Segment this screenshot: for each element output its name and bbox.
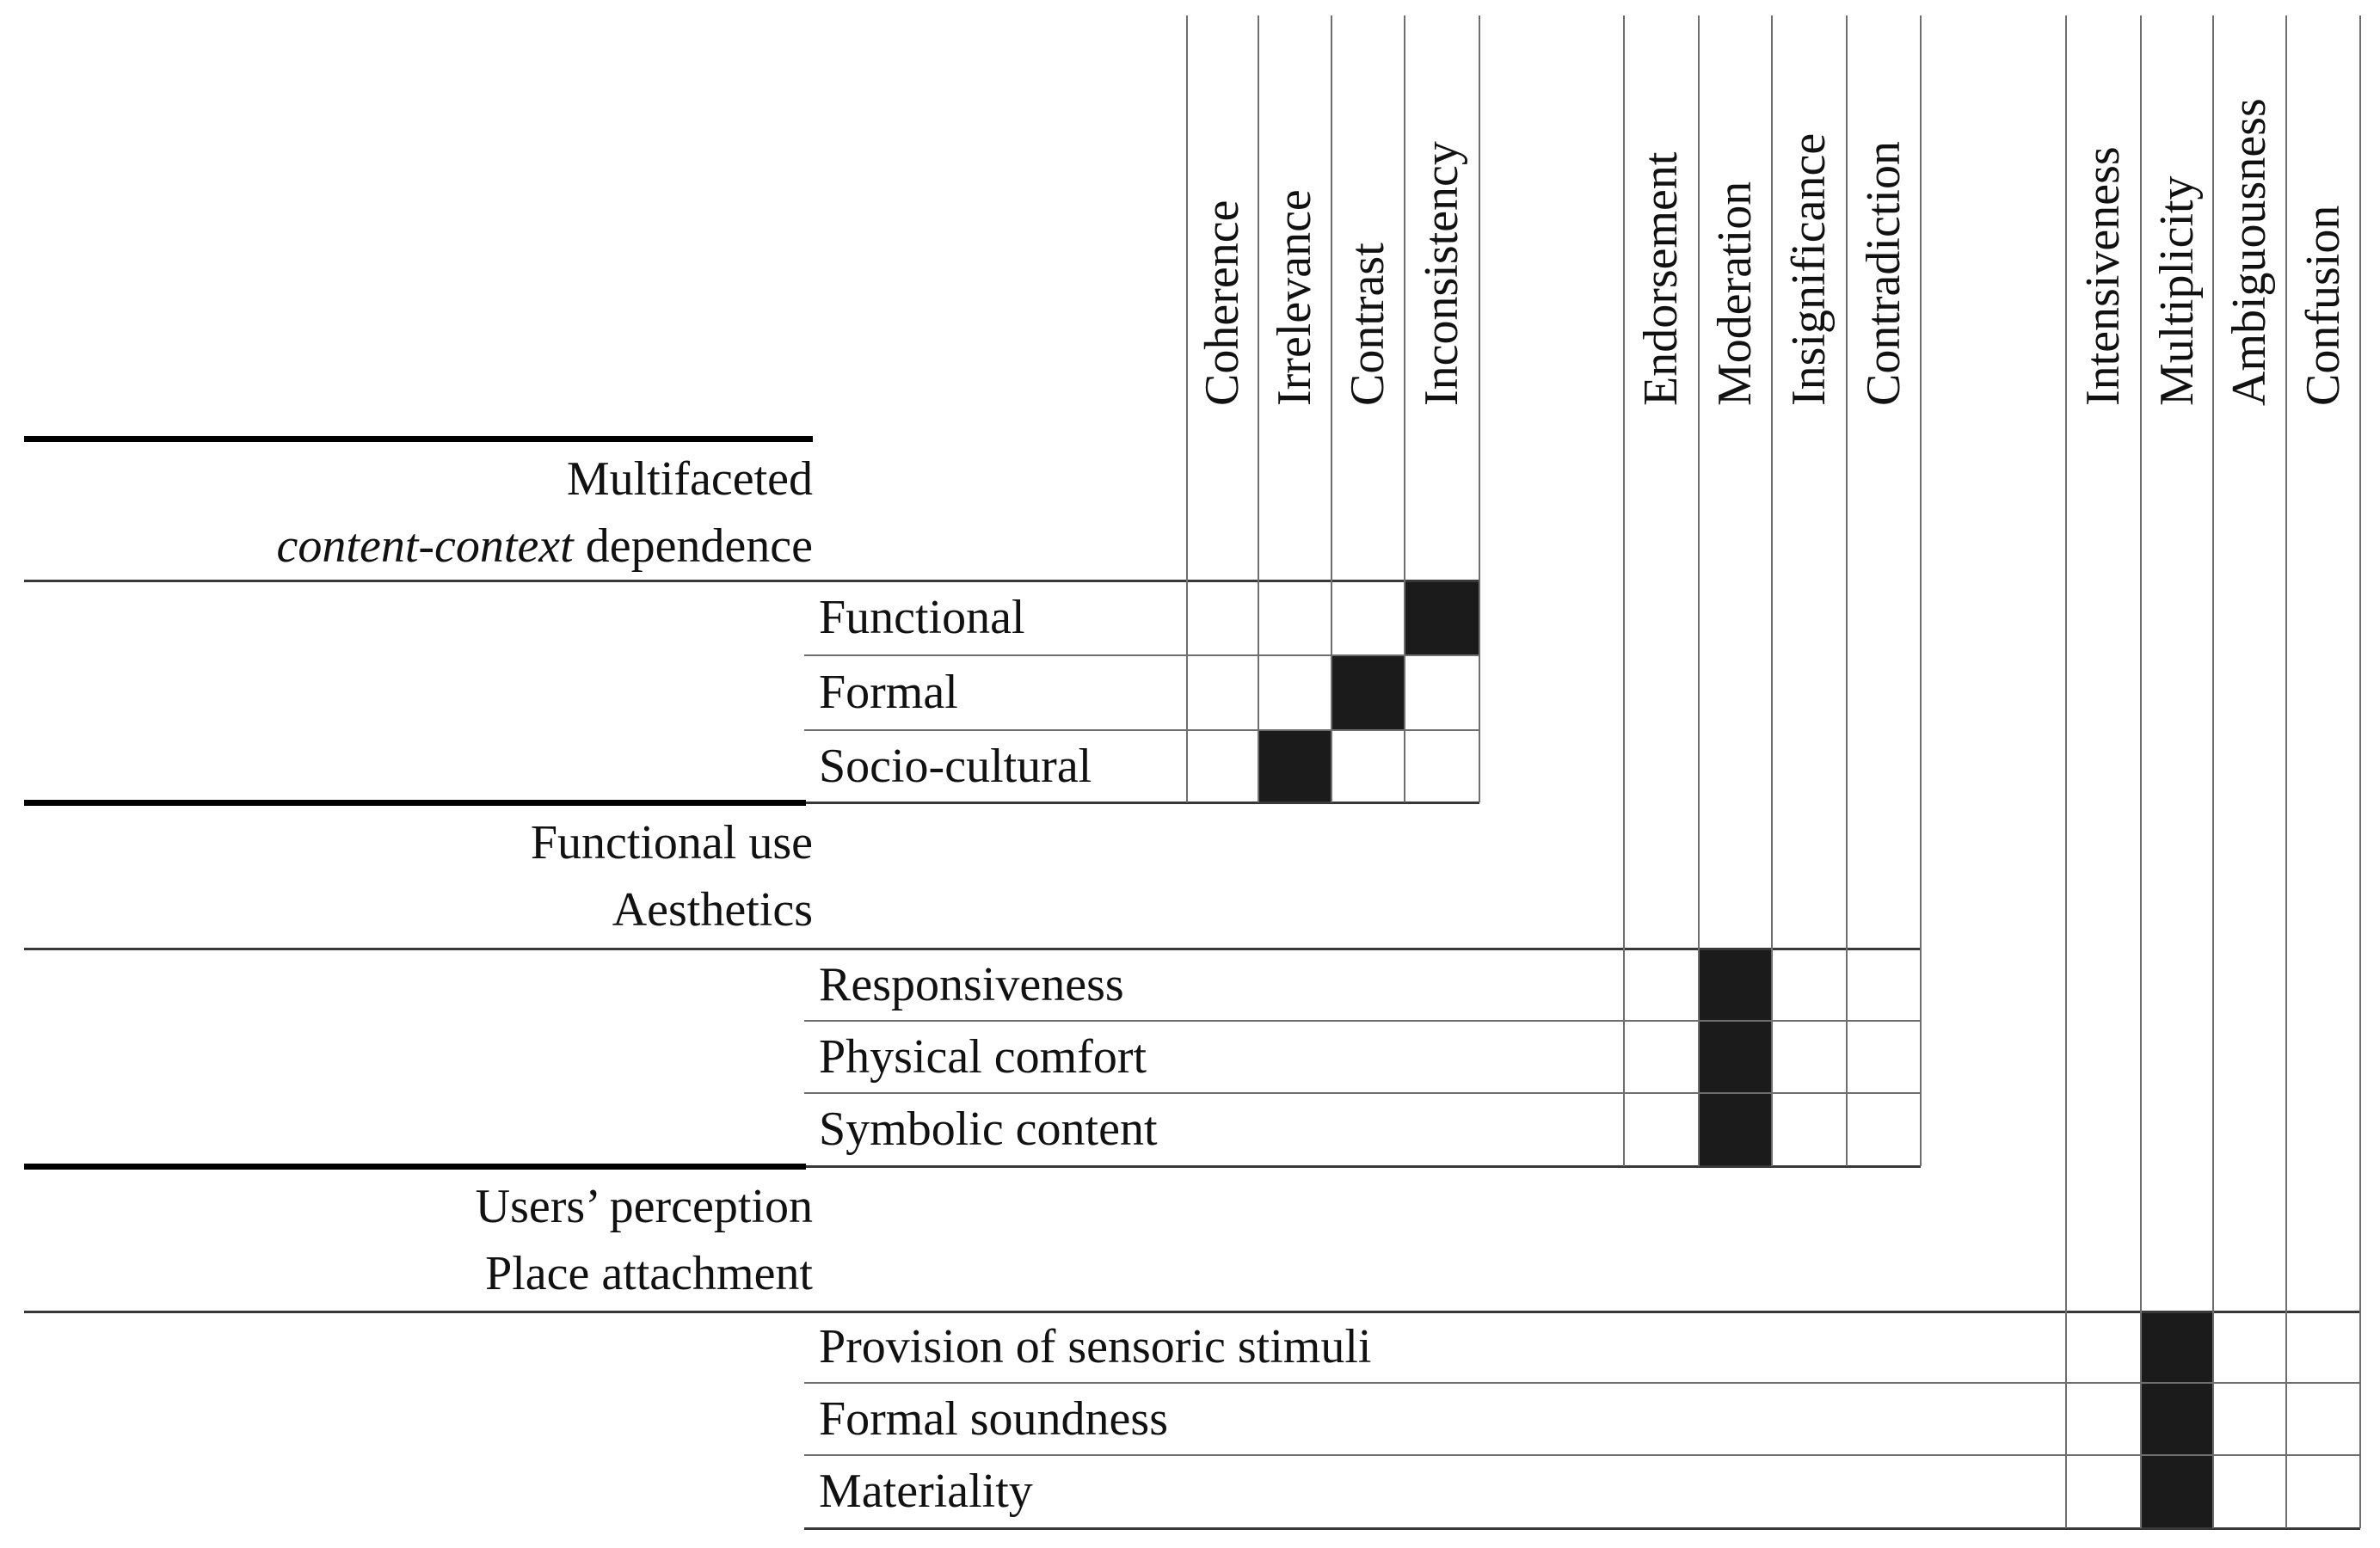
group-label-line: content-context dependence (24, 513, 813, 580)
grid-vline (1846, 15, 1848, 1166)
row-separator-line (804, 729, 1479, 731)
column-header-contrast: Contrast (1341, 243, 1394, 406)
filled-cell-formal-contrast (1331, 655, 1405, 730)
column-header-confusion: Confusion (2297, 205, 2350, 406)
group-label-segment: Aesthetics (612, 883, 813, 937)
group-label-segment: Place attachment (485, 1247, 813, 1300)
grid-vline (1479, 15, 1480, 802)
grid-vline (1623, 15, 1625, 1166)
group-label-segment: Functional use (530, 816, 813, 869)
grid-vline (1258, 15, 1259, 802)
row-label-formal: Formal (819, 666, 958, 719)
row-label-physical-comfort: Physical comfort (819, 1030, 1147, 1084)
row-separator-line (804, 1382, 2360, 1384)
grid-vline (1920, 15, 1922, 1166)
group-label-segment: Users’ perception (475, 1180, 813, 1233)
row-label-materiality: Materiality (819, 1465, 1033, 1518)
group-label-line: Users’ perception (24, 1173, 813, 1240)
row-separator-line (804, 1092, 1921, 1094)
row-separator-line (804, 1020, 1921, 1022)
column-header-moderation: Moderation (1708, 181, 1762, 406)
grid-vline (2065, 15, 2067, 1528)
row-label-formal-soundness: Formal soundness (819, 1392, 1168, 1446)
row-label-functional: Functional (819, 591, 1025, 644)
row-label-symbolic-content: Symbolic content (819, 1103, 1158, 1156)
filled-cell-materiality-multiplicity (2141, 1455, 2213, 1528)
thick-rule (24, 1164, 806, 1170)
row-separator-line (804, 654, 1479, 656)
group-label-multifaceted-content-context-dependence: Multifaceted content-context dependence (24, 445, 813, 580)
column-header-ambiguousness: Ambiguousness (2223, 98, 2276, 406)
grid-vline (2359, 15, 2361, 1528)
boundary-line (24, 580, 1479, 582)
column-header-irrelevance: Irrelevance (1268, 189, 1321, 406)
filled-cell-socio-cultural-irrelevance (1258, 730, 1331, 802)
boundary-line (24, 948, 1921, 950)
group-label-line: Place attachment (24, 1240, 813, 1307)
group-label-segment-italic: content-context (276, 519, 574, 573)
grid-vline (1404, 15, 1405, 802)
grid-vline (2140, 15, 2142, 1528)
column-header-insignificance: Insignificance (1782, 132, 1836, 406)
boundary-line (806, 802, 1479, 804)
group-label-line: Aesthetics (24, 876, 813, 943)
group-label-line: Multifaceted (24, 445, 813, 513)
filled-cell-physical-comfort-moderation (1699, 1021, 1772, 1093)
filled-cell-provision-of-sensoric-stimuli-multiplicity (2141, 1312, 2213, 1383)
column-header-endorsement: Endorsement (1634, 151, 1688, 406)
group-label-segment: Multifaceted (566, 452, 813, 506)
grid-vline (1698, 15, 1700, 1166)
row-label-responsiveness: Responsiveness (819, 958, 1124, 1011)
grid-vline (2285, 15, 2287, 1528)
filled-cell-responsiveness-moderation (1699, 949, 1772, 1021)
grid-vline (1771, 15, 1773, 1166)
grid-vline (1331, 15, 1332, 802)
filled-cell-formal-soundness-multiplicity (2141, 1383, 2213, 1455)
group-label-segment: dependence (573, 519, 813, 573)
row-label-socio-cultural: Socio-cultural (819, 740, 1092, 793)
grid-vline (1186, 15, 1188, 802)
row-separator-line (804, 1454, 2360, 1456)
boundary-line (806, 1165, 1921, 1168)
boundary-line (24, 1311, 2360, 1313)
filled-cell-functional-inconsistency (1405, 580, 1479, 655)
thick-rule (24, 436, 813, 442)
boundary-line (804, 1527, 2360, 1530)
column-header-multiplicity: Multiplicity (2150, 175, 2204, 406)
column-header-inconsistency: Inconsistency (1415, 141, 1468, 406)
column-header-contradiction: Contradiction (1857, 141, 1910, 406)
grid-vline (2212, 15, 2214, 1528)
row-label-provision-of-sensoric-stimuli: Provision of sensoric stimuli (819, 1320, 1372, 1373)
thick-rule (24, 800, 806, 806)
filled-cell-symbolic-content-moderation (1699, 1093, 1772, 1166)
group-label-line: Functional use (24, 809, 813, 876)
column-header-intensiveness: Intensiveness (2076, 146, 2130, 406)
column-header-coherence: Coherence (1196, 200, 1249, 406)
